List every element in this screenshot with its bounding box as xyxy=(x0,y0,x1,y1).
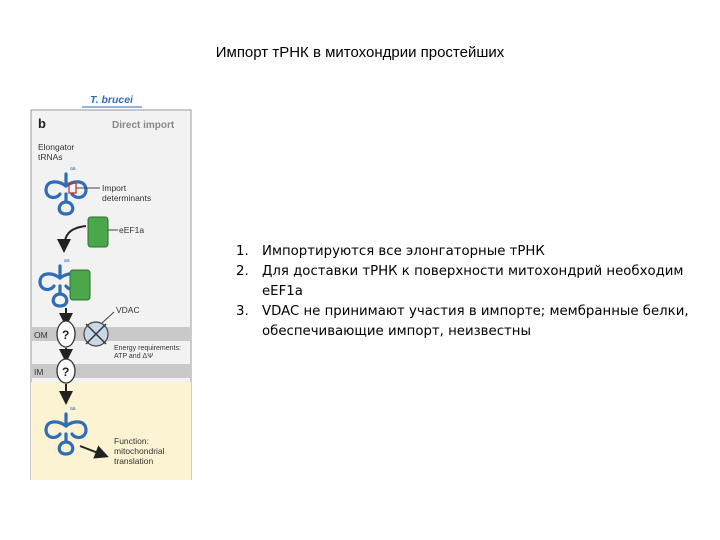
notes-list: 1. Импортируются все элонгаторные тРНК 2… xyxy=(236,242,706,342)
im-label: IM xyxy=(34,367,43,377)
im-unknown-mark: ? xyxy=(62,365,69,379)
note-number: 1. xyxy=(236,244,249,259)
trna-3-tail: aa xyxy=(70,406,76,412)
panel-letter: b xyxy=(38,116,46,131)
energy-label-2: ATP and ΔΨ xyxy=(114,353,153,360)
outer-membrane xyxy=(31,327,191,341)
note-item: 3. VDAC не принимают участия в импорте; … xyxy=(236,302,706,342)
organism-label: T. brucei xyxy=(90,94,134,106)
note-number: 2. xyxy=(236,264,249,279)
vdac-pointer xyxy=(101,311,115,324)
elongator-label-2: tRNAs xyxy=(38,152,63,162)
eef1a-protein xyxy=(87,216,109,248)
panel-title: Direct import xyxy=(112,120,175,131)
om-unknown-mark: ? xyxy=(62,328,69,342)
trna-1 xyxy=(44,172,88,216)
note-text: Импортируются все элонгаторные тРНК xyxy=(262,244,545,259)
trna-import-diagram: T. brucei b Direct import Elongator tRNA… xyxy=(30,94,192,480)
trna-import-figure: T. brucei b Direct import Elongator tRNA… xyxy=(30,90,194,480)
note-text: VDAC не принимают участия в импорте; мем… xyxy=(262,304,689,339)
note-number: 3. xyxy=(236,304,249,319)
vdac-cross-2 xyxy=(85,323,107,345)
note-item: 2. Для доставки тРНК к поверхности митох… xyxy=(236,262,706,302)
om-unknown-protein xyxy=(56,320,76,348)
om-label: OM xyxy=(34,330,48,340)
import-label-1: Import xyxy=(102,183,127,193)
energy-label-1: Energy requirements: xyxy=(114,345,181,352)
import-label-2: determinants xyxy=(102,193,151,203)
eef1a-label: eEF1a xyxy=(119,225,144,235)
function-label-1: Function: xyxy=(114,436,149,446)
arrow-binding xyxy=(57,225,87,253)
slide-title: Импорт тРНК в митохондрии простейших xyxy=(215,44,505,61)
elongator-label-1: Elongator xyxy=(38,142,75,152)
note-item: 1. Импортируются все элонгаторные тРНК xyxy=(236,242,706,262)
trna-3 xyxy=(44,412,88,456)
im-unknown-protein xyxy=(56,358,76,384)
arrow-function xyxy=(79,445,109,459)
inner-membrane xyxy=(31,364,191,378)
trna-1-tail: aa xyxy=(70,166,76,172)
function-label-3: translation xyxy=(114,456,153,466)
trna-2-tail: aa xyxy=(64,258,70,264)
matrix-region xyxy=(31,382,191,480)
function-label-2: mitochondrial xyxy=(114,446,165,456)
eef1a-bound xyxy=(69,269,91,301)
vdac-label: VDAC xyxy=(116,305,140,315)
note-text: Для доставки тРНК к поверхности митохонд… xyxy=(262,264,684,299)
